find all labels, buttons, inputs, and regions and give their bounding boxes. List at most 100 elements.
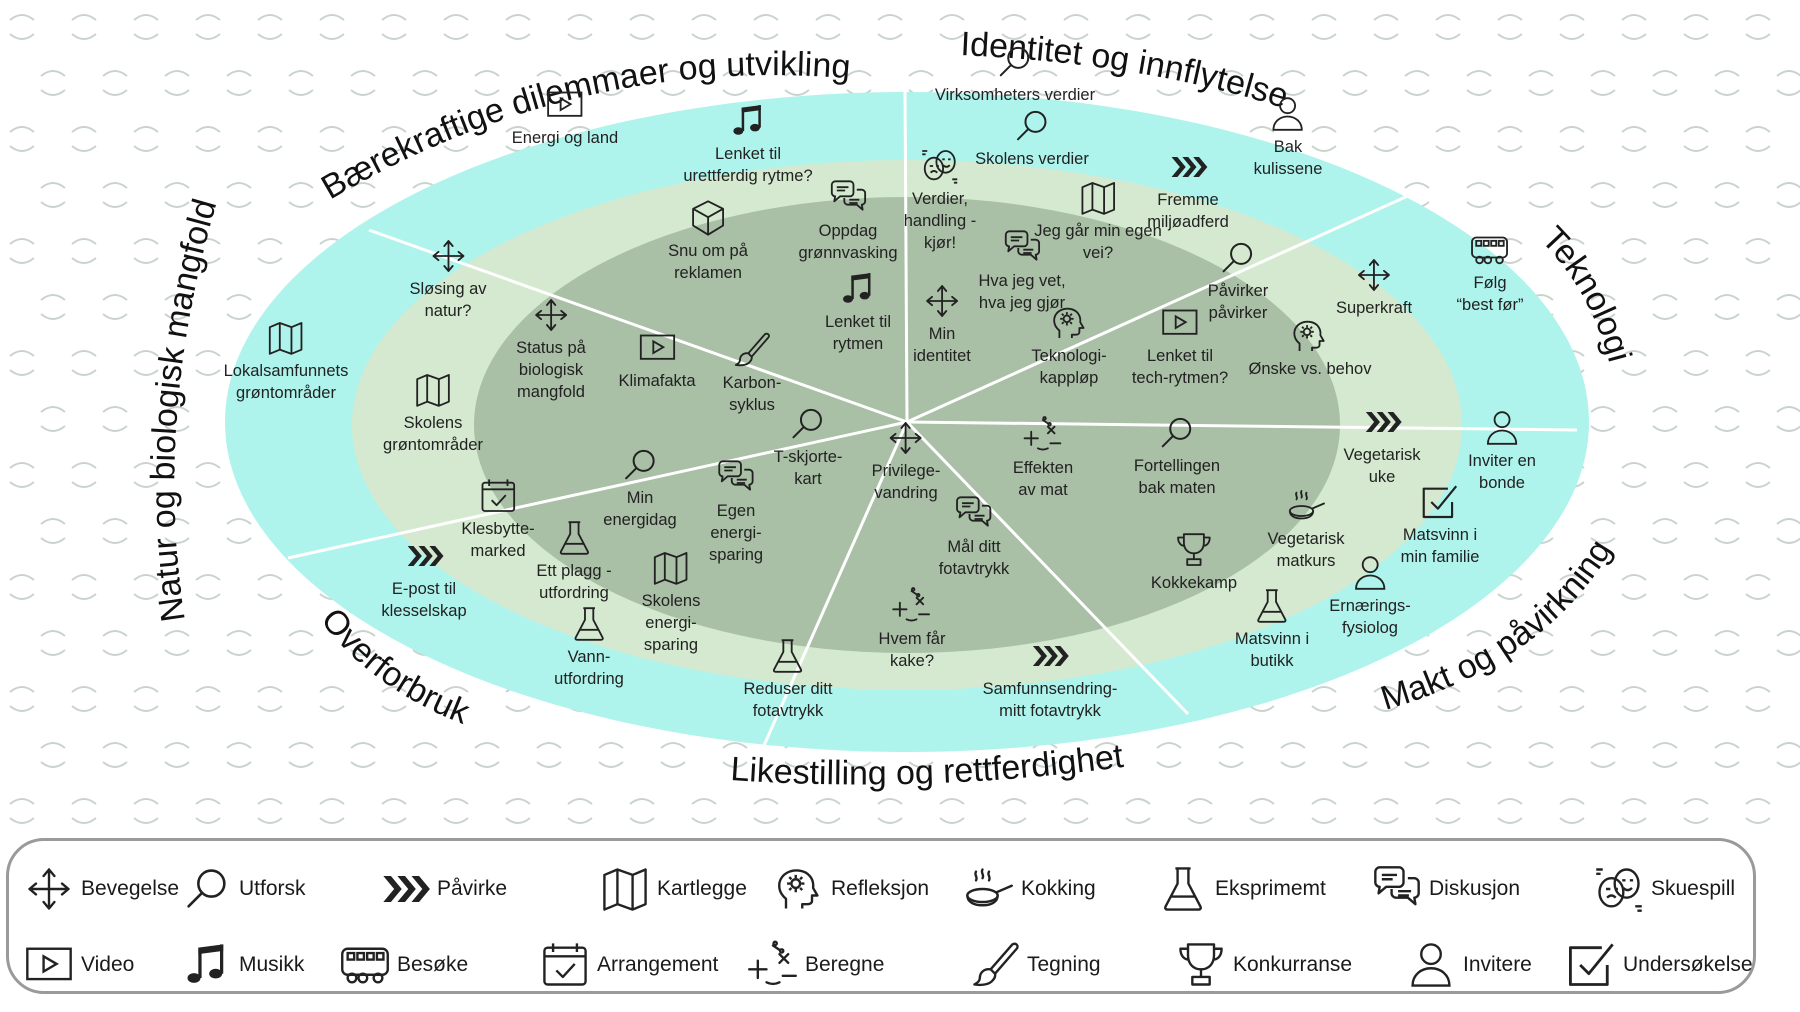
legend-item: Musikk	[181, 939, 304, 991]
map-icon	[1081, 182, 1115, 215]
move-icon	[926, 285, 958, 317]
wheel-item-label: E-post til klesselskap	[381, 580, 467, 620]
wheel-item: Ønske vs. behov	[1248, 316, 1372, 380]
wheel-item-label: Effekten av mat	[1012, 459, 1074, 499]
legend-label: Utforsk	[239, 877, 306, 900]
wheel-item-label: Jeg går min egen vei?	[1034, 222, 1162, 262]
calculate-icon	[1023, 416, 1062, 451]
move-icon	[1358, 259, 1390, 291]
music-icon	[733, 105, 761, 135]
flask-icon	[559, 521, 589, 555]
video-icon	[547, 91, 583, 117]
wheel-item-label: Min identitet	[913, 325, 971, 365]
wheel-item-label: T-skjorte- kart	[773, 448, 843, 488]
map-icon	[654, 552, 688, 585]
legend-item: Video	[23, 939, 134, 991]
bus-icon	[1471, 236, 1509, 265]
video-icon	[639, 334, 675, 360]
wheel-item-label: Fremme miljøadferd	[1147, 191, 1229, 231]
flask-icon	[1164, 867, 1202, 911]
calculate-icon	[892, 587, 931, 622]
trophy-icon	[1177, 533, 1211, 566]
wheel-item: Ett plagg - utfordring	[536, 518, 612, 604]
legend-label: Invitere	[1463, 953, 1532, 976]
trophy-icon	[1179, 943, 1223, 986]
bus-icon	[341, 947, 389, 984]
wheel-item: Kokkekamp	[1151, 530, 1237, 594]
sector-divider	[368, 228, 908, 424]
wheel-item-label: Hvem får kake?	[878, 630, 946, 670]
wheel-item: Karbon- syklus	[723, 330, 781, 416]
legend-label: Refleksjon	[831, 877, 930, 900]
wheel-item: Snu om på reklamen	[668, 198, 748, 284]
wheel-item: Superkraft	[1336, 255, 1412, 319]
wheel-item-label: Hva jeg vet, hva jeg gjør	[978, 272, 1066, 312]
legend-item: Skuespill	[1593, 863, 1735, 915]
wheel-item-label: Lenket til tech-rytmen?	[1131, 347, 1229, 387]
legend-label: Kokking	[1021, 877, 1096, 900]
wheel-item: Fortellingen bak maten	[1134, 413, 1220, 499]
wheel-item-label: Påvirker påvirker	[1207, 282, 1269, 322]
calendar-icon	[543, 943, 587, 986]
wheel-item: Virksomheters verdier	[935, 42, 1095, 106]
wheel-item: Klimafakta	[618, 328, 696, 392]
legend-label: Eksprimemt	[1215, 877, 1326, 900]
wheel-item-label: Oppdag grønnvasking	[798, 222, 898, 262]
flask-icon	[1257, 589, 1287, 623]
flask-icon	[773, 639, 803, 673]
wheel-item-label: Samfunnsendring- mitt fotavtrykk	[982, 680, 1118, 720]
wheel-item: Skolens energi- sparing	[642, 548, 700, 656]
wheel-item: Følg “best før”	[1457, 230, 1523, 316]
legend-item: Refleksjon	[773, 863, 929, 915]
legend-item: Diskusjon	[1371, 863, 1520, 915]
wheel-item: Matsvinn i min familie	[1401, 482, 1479, 568]
legend-item: Tegning	[969, 939, 1101, 991]
wheel-item: Ernærings- fysiolog	[1329, 553, 1411, 639]
chevrons-icon	[1033, 646, 1070, 666]
legend-item: Eksprimemt	[1157, 863, 1326, 915]
video-icon	[1162, 309, 1198, 335]
legend-item: Beregne	[747, 939, 884, 991]
wheel-item-label: Ønske vs. behov	[1248, 360, 1372, 378]
wheel-item-label: Egen energi- sparing	[708, 502, 764, 564]
legend-item: Invitere	[1405, 939, 1532, 991]
magnifier-icon	[187, 869, 226, 908]
legend-label: Kartlegge	[657, 877, 747, 900]
magnifier-icon	[624, 449, 655, 480]
wheel-item-label: Virksomheters verdier	[934, 86, 1096, 104]
sector-divider	[760, 421, 909, 751]
wheel-item: Lenket til rytmen	[825, 269, 891, 355]
wheel-item: Lenket til tech-rytmen?	[1132, 303, 1228, 389]
calendar-icon	[481, 479, 515, 512]
checkbox-icon	[1423, 485, 1458, 519]
wheel-item: Vegetarisk uke	[1343, 402, 1421, 488]
wheel-item-label: Sløsing av natur?	[409, 280, 487, 320]
masks-icon	[1596, 868, 1642, 912]
wheel-item: Verdier, handling - kjør!	[904, 146, 976, 254]
legend-label: Arrangement	[597, 953, 719, 976]
wheel-item-label: Lokalsamfunnets grøntområder	[223, 362, 349, 402]
legend-label: Påvirke	[437, 877, 508, 900]
chevrons-icon	[1171, 157, 1208, 177]
wheel-item: Inviter en bonde	[1468, 408, 1536, 494]
sector-divider	[287, 420, 908, 560]
map-icon	[269, 322, 303, 355]
gear-head-icon	[1293, 320, 1326, 351]
wheel-item-label: Bak kulissene	[1253, 138, 1323, 178]
wheel-item: Fremme miljøadferd	[1147, 147, 1229, 233]
sector-dividers	[287, 87, 1578, 751]
wheel-item: T-skjorte- kart	[773, 404, 843, 490]
wheel-item: Vegetarisk matkurs	[1267, 486, 1345, 572]
wheel-item-label: Vegetarisk matkurs	[1267, 530, 1345, 570]
legend-item: Besøke	[339, 939, 468, 991]
checkbox-icon	[1569, 943, 1614, 986]
wheel-item-label: Matsvinn i butikk	[1234, 630, 1310, 670]
legend-label: Musikk	[239, 953, 305, 976]
wheel-item: Samfunnsendring- mitt fotavtrykk	[982, 636, 1118, 722]
wheel-item-label: Inviter en bonde	[1468, 452, 1536, 492]
legend-label: Konkurranse	[1233, 953, 1353, 976]
chevrons-icon	[407, 546, 444, 566]
move-icon	[890, 422, 922, 454]
wheel-item-label: Min energidag	[603, 489, 677, 529]
